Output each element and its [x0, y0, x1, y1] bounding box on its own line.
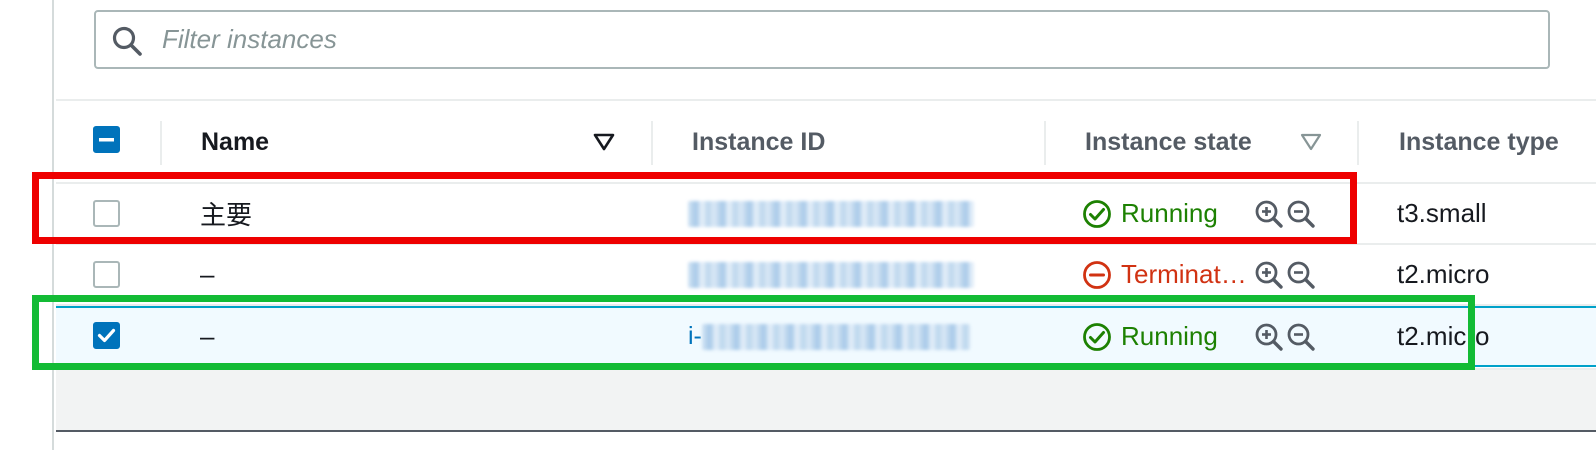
state-label: Running: [1121, 321, 1218, 351]
column-divider[interactable]: [1044, 121, 1046, 165]
checkmark-icon: [97, 328, 116, 343]
column-header-instance-id[interactable]: Instance ID: [692, 128, 826, 156]
row-checkbox[interactable]: [93, 200, 120, 227]
zoom-in-icon[interactable]: [1254, 322, 1284, 352]
instance-id-prefix: i-: [688, 322, 702, 350]
table-header-row: Name Instance ID Instance state Instance…: [56, 101, 1596, 184]
check-circle-icon: [1083, 199, 1111, 228]
instance-id-link[interactable]: [688, 245, 974, 304]
zoom-controls: [1254, 184, 1316, 243]
row-checkbox-checked[interactable]: [93, 322, 120, 349]
column-header-instance-type[interactable]: Instance type: [1399, 128, 1559, 156]
state-label: Terminated: [1121, 259, 1249, 289]
column-divider[interactable]: [1357, 121, 1359, 165]
zoom-out-icon[interactable]: [1286, 199, 1316, 229]
check-circle-icon: [1083, 322, 1111, 351]
zoom-out-icon[interactable]: [1286, 260, 1316, 290]
instance-type: t2.micro: [1397, 321, 1490, 351]
column-divider[interactable]: [651, 121, 653, 165]
state-label: Running: [1121, 198, 1218, 228]
filter-instances-input[interactable]: [162, 12, 1522, 67]
zoom-in-icon[interactable]: [1254, 199, 1284, 229]
select-all-checkbox[interactable]: [93, 126, 120, 153]
column-divider: [160, 121, 162, 165]
filter-box[interactable]: [94, 10, 1550, 69]
instance-type: t2.micro: [1397, 259, 1490, 289]
column-header-name[interactable]: Name: [201, 128, 270, 156]
table-row[interactable]: – Terminated t2.micro: [56, 245, 1596, 306]
instance-name: –: [200, 321, 215, 351]
column-header-instance-state[interactable]: Instance state: [1085, 128, 1252, 156]
redacted-instance-id: [688, 200, 974, 227]
redacted-instance-id: [688, 261, 974, 288]
table-row-selected[interactable]: – i- Running t2.micro: [56, 306, 1596, 367]
panel-bottom-border: [56, 430, 1596, 432]
zoom-in-icon[interactable]: [1254, 260, 1284, 290]
instance-state: Running: [1082, 184, 1218, 243]
redacted-instance-id: [701, 323, 970, 350]
instance-name: 主要: [200, 200, 253, 230]
zoom-controls: [1254, 308, 1316, 365]
zoom-controls: [1254, 245, 1316, 304]
instance-state: Running: [1082, 308, 1218, 365]
table-footer: [56, 368, 1596, 432]
row-checkbox[interactable]: [93, 261, 120, 288]
instance-state: Terminated: [1082, 245, 1249, 304]
minus-circle-icon: [1083, 260, 1111, 289]
table-row[interactable]: 主要 Running t3.small: [56, 184, 1596, 245]
search-icon: [112, 26, 142, 56]
instance-id-link[interactable]: i-: [688, 308, 970, 365]
zoom-out-icon[interactable]: [1286, 322, 1316, 352]
left-side-panel: [0, 0, 54, 450]
instance-type: t3.small: [1397, 198, 1487, 228]
sort-desc-icon[interactable]: [593, 133, 615, 151]
instance-name: –: [200, 259, 215, 289]
table-top-border: [56, 99, 1596, 101]
minus-icon: [99, 138, 114, 142]
sort-icon[interactable]: [1300, 133, 1322, 151]
instance-id-link[interactable]: [688, 184, 974, 243]
